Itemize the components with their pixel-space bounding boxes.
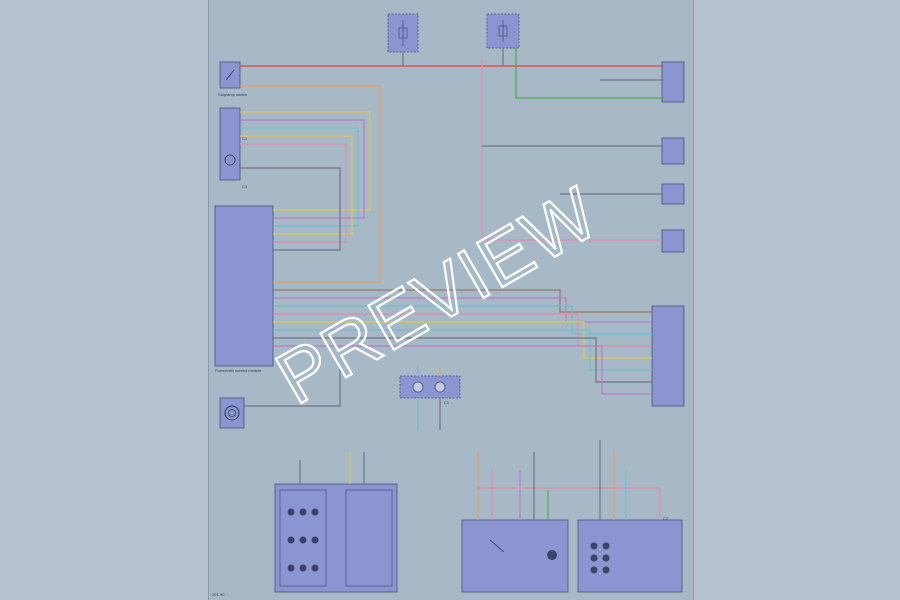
pcm-output-wire — [273, 321, 652, 359]
pcm-label: Powertrain control module — [215, 368, 262, 373]
powertrain-control-module — [214, 205, 274, 367]
pcm-output-wire — [273, 345, 652, 395]
pcm-output-wire — [273, 305, 652, 335]
bottom-module-middle — [461, 519, 569, 593]
orange-wire — [240, 85, 381, 283]
connector-c1-label: C1 — [242, 136, 248, 141]
pink-feed-wire — [481, 60, 662, 241]
right-module-5 — [651, 305, 685, 407]
sensor-bundle-wire — [240, 111, 371, 211]
center-connector-label: C1 — [444, 400, 450, 405]
bottom-module-right — [577, 519, 683, 593]
sensor-bundle-wire — [240, 135, 353, 235]
green-signal-wire — [515, 48, 662, 99]
bottom-bridge-wire — [478, 487, 661, 520]
center-connector — [399, 375, 461, 399]
bottom-module-left — [274, 483, 398, 593]
lower-sensor — [219, 397, 245, 429]
wire-layer — [240, 48, 662, 520]
stoplamp-switch — [219, 61, 241, 89]
right-module-2 — [661, 137, 685, 165]
pcm-output-wire — [273, 337, 652, 383]
connector-c1-bottom-label: C1 — [242, 184, 248, 189]
sensor-ground-wire — [240, 167, 341, 251]
connector-c2-label: C2 — [663, 516, 669, 521]
sensor-bundle-wire — [240, 143, 347, 243]
lower-sensor-wire — [244, 366, 341, 407]
pcm-output-wire — [273, 289, 652, 313]
page-number: 201-90 — [212, 592, 225, 597]
sensor-bundle-wire — [240, 119, 365, 219]
switch-caption: Stoplamp switch — [218, 92, 247, 97]
right-module-4 — [661, 229, 685, 253]
right-module-3 — [661, 183, 685, 205]
right-module-1 — [661, 61, 685, 103]
fuse-box-top-left — [387, 13, 419, 53]
fuse-box-top-right — [486, 13, 520, 49]
sensor-bundle-wire — [240, 127, 359, 227]
pcm-output-wire — [273, 329, 652, 371]
pcm-output-wire — [273, 297, 652, 323]
sensor-module — [219, 107, 241, 181]
